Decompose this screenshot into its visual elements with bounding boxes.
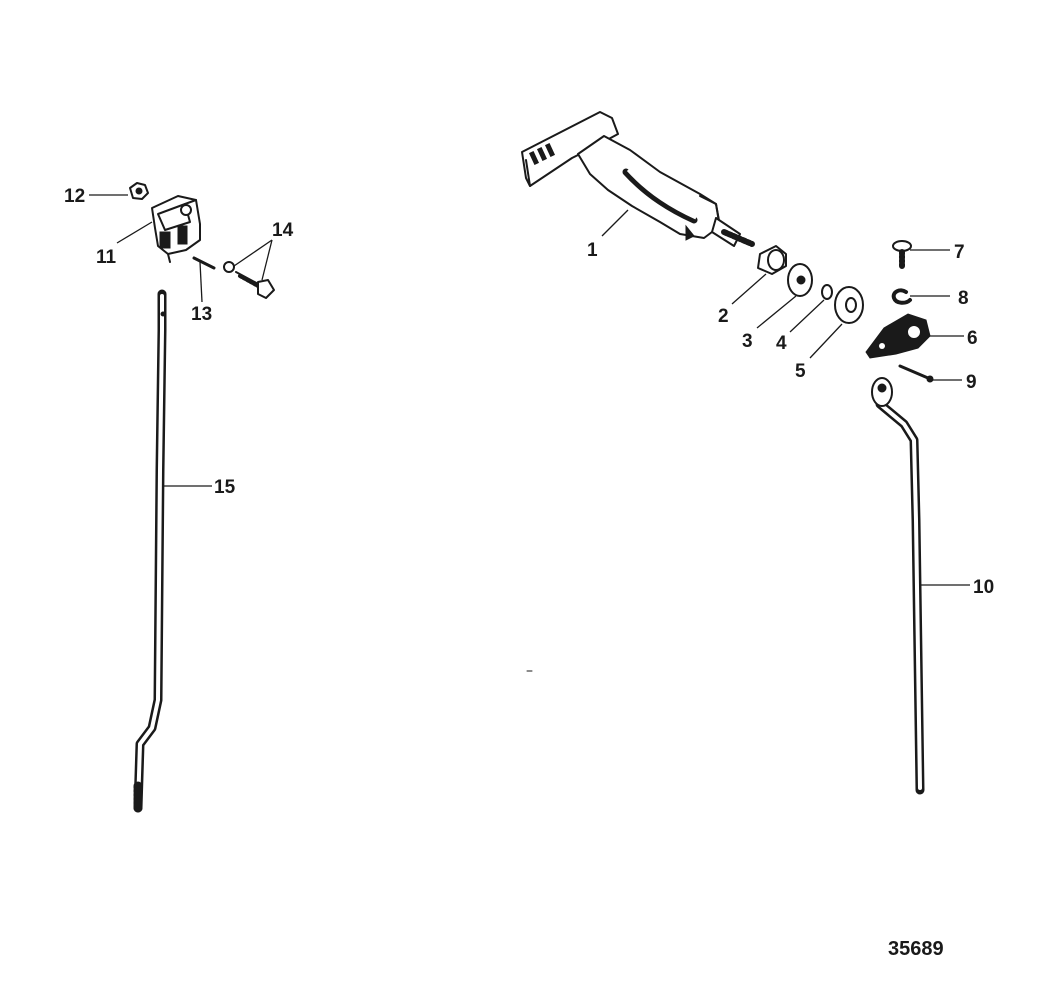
part-8-clip xyxy=(891,288,912,305)
part-5-large-washer xyxy=(834,286,864,324)
part-9-pin xyxy=(898,364,934,383)
callout-14: 14 xyxy=(272,220,294,241)
part-2-bushing xyxy=(757,245,787,275)
callout-8: 8 xyxy=(958,288,969,309)
callout-11: 11 xyxy=(96,247,117,268)
callout-10: 10 xyxy=(973,577,994,598)
part-15-rod xyxy=(133,289,167,813)
callout-12: 12 xyxy=(64,186,85,207)
part-1-shift-handle xyxy=(521,111,755,247)
part-11-bracket xyxy=(151,195,201,263)
callout-13: 13 xyxy=(191,304,212,325)
drawing-number: 35689 xyxy=(888,938,944,960)
part-12-nut xyxy=(129,182,149,200)
part-13-pin xyxy=(192,256,216,270)
part-6-lever xyxy=(865,313,931,359)
leader-lines xyxy=(89,194,970,586)
callout-6: 6 xyxy=(967,328,978,349)
callout-3: 3 xyxy=(742,331,753,352)
callout-4: 4 xyxy=(776,333,787,354)
part-3-washer xyxy=(787,263,813,297)
callout-7: 7 xyxy=(954,242,965,263)
part-10-rod xyxy=(871,377,925,795)
callout-15: 15 xyxy=(214,477,236,498)
part-14-washer-screw xyxy=(223,261,275,299)
part-7-screw xyxy=(892,240,912,271)
callout-5: 5 xyxy=(795,361,806,382)
callout-1: 1 xyxy=(587,240,598,261)
callout-2: 2 xyxy=(718,306,729,327)
part-4-small-washer xyxy=(821,284,833,300)
callout-9: 9 xyxy=(966,372,977,393)
